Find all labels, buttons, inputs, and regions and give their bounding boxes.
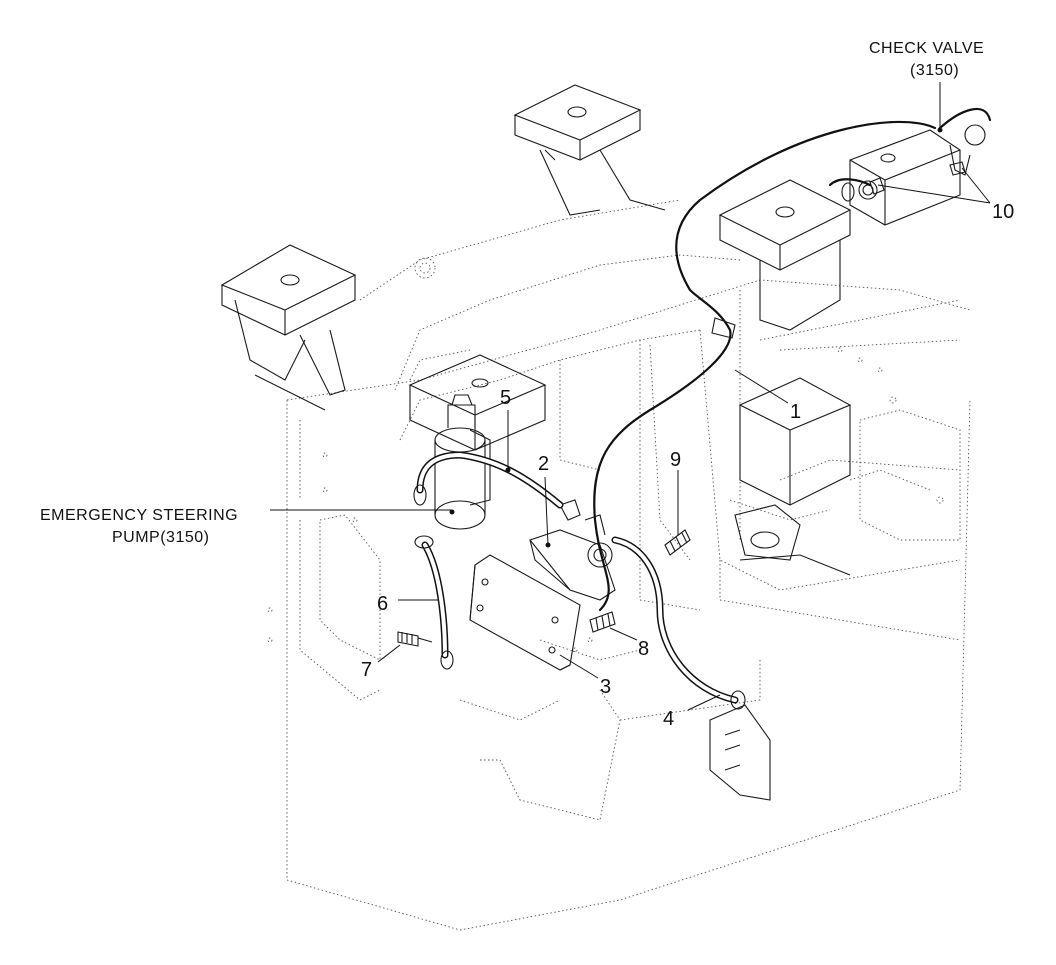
mount-block-center: [408, 354, 547, 451]
callout-7: 7: [361, 659, 372, 681]
callout-9: 9: [670, 449, 681, 471]
emergency-steering-pump: [434, 394, 491, 530]
callout-3: 3: [600, 676, 611, 698]
hose-10: [828, 178, 872, 202]
callout-6: 6: [377, 593, 388, 615]
callout-8: 8: [638, 638, 649, 660]
hose-6: [414, 535, 454, 670]
check-valve-label: CHECK VALVE: [869, 40, 984, 57]
callout-10: 10: [992, 201, 1014, 223]
callout-4: 4: [663, 708, 674, 730]
callout-1: 1: [790, 401, 801, 423]
fitting-8: [589, 611, 616, 633]
callout-5: 5: [500, 387, 511, 409]
check-valve-block: [849, 129, 971, 226]
fitting-7: [397, 631, 433, 647]
hose-5: [413, 451, 564, 509]
mount-block-right-upper: [718, 179, 852, 331]
check-valve-code: (3150): [910, 62, 959, 79]
mounting-plate: [469, 554, 581, 671]
mount-block-left: [220, 244, 357, 411]
hose-1: [593, 108, 992, 612]
mount-block-right-lower: [734, 377, 852, 576]
leader-lines: [270, 82, 991, 711]
machine-frame: [267, 199, 971, 931]
mount-block-top-center: [513, 84, 666, 216]
pump-label: EMERGENCY STEERING: [40, 507, 238, 524]
bracket-lower-right: [709, 704, 771, 801]
callout-2: 2: [538, 453, 549, 475]
pump-code: PUMP(3150): [112, 529, 209, 546]
valve-assembly: [529, 499, 616, 601]
hose-4: [611, 536, 746, 710]
